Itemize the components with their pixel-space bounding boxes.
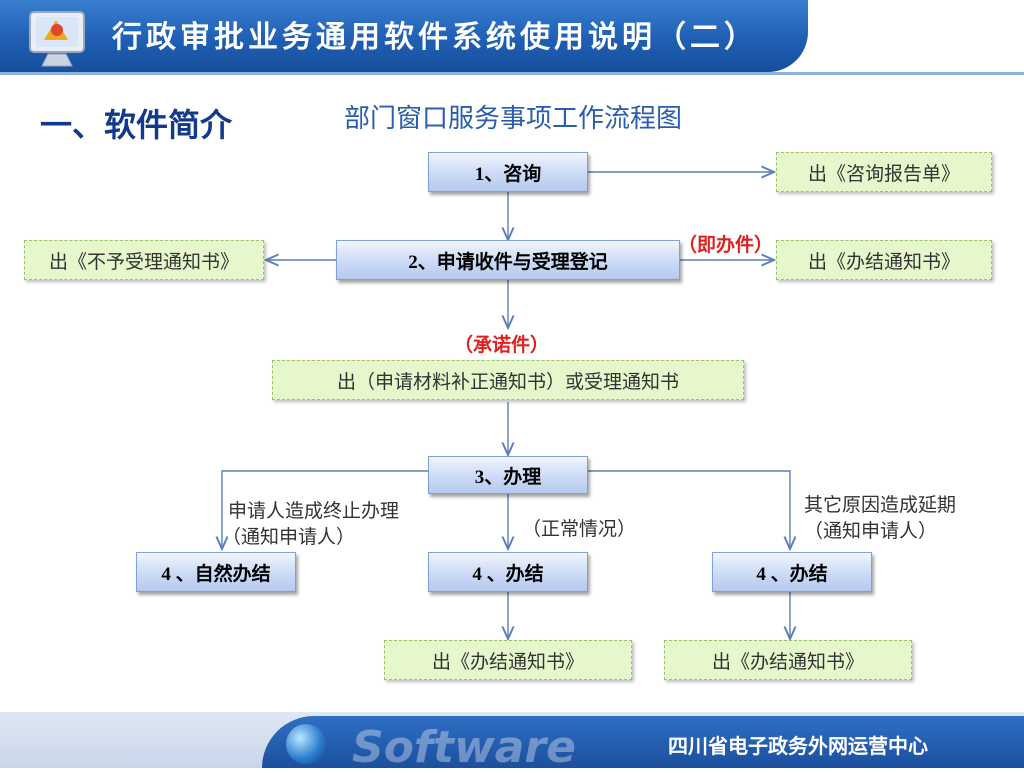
label-instant: （即办件） [678, 235, 774, 256]
label-terminate-line2: （通知申请人） [222, 527, 356, 548]
label-terminate-line1: 申请人造成终止办理 [228, 501, 400, 522]
label-promise: （承诺件） [454, 335, 550, 356]
output-consult-report: 出《咨询报告单》 [776, 152, 992, 192]
output-delay-notice: 出《办结通知书》 [664, 640, 912, 680]
header-divider [0, 72, 1024, 75]
label-other-line1: 其它原因造成延期 [804, 495, 957, 516]
output-reject-notice: 出《不予受理通知书》 [24, 240, 264, 280]
computer-logo-icon [29, 11, 85, 67]
arrow-handle-to-delay [588, 470, 790, 549]
flowchart-title: 部门窗口服务事项工作流程图 [344, 104, 683, 133]
globe-icon [286, 724, 326, 764]
output-supplement-notice: 出（申请材料补正通知书）或受理通知书 [272, 360, 744, 400]
label-normal: （正常情况） [522, 519, 637, 540]
output-normal-notice: 出《办结通知书》 [384, 640, 632, 680]
node-finish-normal: 4 、办结 [428, 552, 588, 592]
arrow-handle-to-natural [222, 470, 428, 549]
page-title: 行政审批业务通用软件系统使用说明（二） [112, 21, 758, 54]
node-handle: 3、办理 [428, 456, 588, 494]
footer-band [262, 716, 1024, 768]
output-instant-notice: 出《办结通知书》 [776, 240, 992, 280]
node-finish-natural: 4 、自然办结 [136, 552, 296, 592]
node-consult: 1、咨询 [428, 152, 588, 192]
section-title: 一、软件简介 [40, 106, 233, 144]
node-apply-register: 2、申请收件与受理登记 [336, 240, 680, 280]
label-other-line2: （通知申请人） [804, 521, 938, 542]
node-finish-delay: 4 、办结 [712, 552, 872, 592]
footer-organization: 四川省电子政务外网运营中心 [668, 734, 928, 758]
header-bar [0, 0, 808, 72]
footer-watermark: Software [352, 722, 576, 773]
